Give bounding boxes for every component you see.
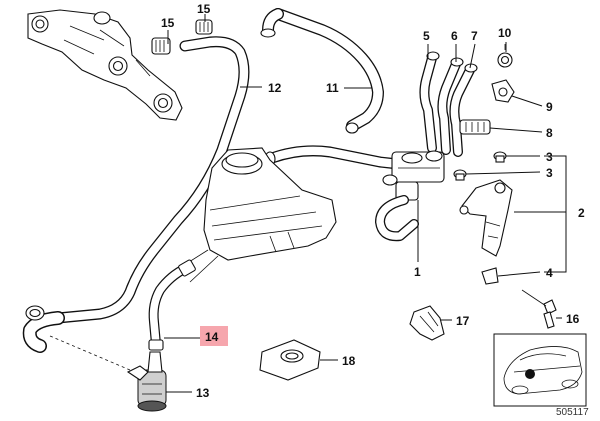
water-valve-1 [375, 150, 445, 242]
hose-11 [260, 8, 384, 134]
clamp-15-top [195, 19, 213, 35]
callout-1: 1 [414, 265, 421, 279]
callout-15-left: 15 [161, 16, 175, 30]
hose-12 [22, 36, 250, 353]
callout-14: 14 [205, 330, 219, 344]
callout-13: 13 [196, 386, 210, 400]
clip-9 [491, 79, 515, 103]
callout-16: 16 [566, 312, 580, 326]
bolt-16 [521, 289, 557, 329]
grommet-3-upper [493, 151, 507, 163]
auxiliary-water-pump-13 [49, 335, 167, 412]
nut-4 [481, 267, 499, 285]
location-marker [525, 369, 535, 379]
callout-8: 8 [546, 126, 553, 140]
grommet-3-lower [453, 169, 467, 181]
diagram-number: 505117 [556, 407, 589, 418]
intake-manifold [27, 9, 183, 121]
hoses-5-6-7 [419, 51, 478, 157]
car-thumbnail [493, 333, 587, 407]
clamp-8 [459, 119, 491, 135]
bracket-2 [459, 179, 513, 257]
callout-3-lower: 3 [546, 166, 553, 180]
callout-4: 4 [546, 266, 553, 280]
expansion-tank [169, 147, 337, 283]
callout-14-highlight [200, 326, 228, 346]
leader-lines [164, 14, 567, 393]
callout-6: 6 [451, 29, 458, 43]
clamp-15-left [151, 37, 171, 55]
callout-labels: 15 15 12 11 5 6 7 10 9 8 3 3 2 4 1 16 17… [161, 2, 589, 418]
callout-18: 18 [342, 354, 356, 368]
callout-9: 9 [546, 100, 553, 114]
clamp-10 [497, 44, 513, 68]
callout-3-upper: 3 [546, 150, 553, 164]
callout-7: 7 [471, 29, 478, 43]
grommet-18 [259, 339, 321, 381]
callout-15-top: 15 [197, 2, 211, 16]
holder-17 [409, 305, 445, 341]
callout-12: 12 [268, 81, 282, 95]
callout-11: 11 [326, 81, 339, 95]
hose-14 [148, 259, 196, 351]
hose-tank-to-valve [264, 145, 404, 170]
callout-10: 10 [498, 26, 512, 40]
callout-2: 2 [578, 206, 585, 220]
callout-17: 17 [456, 314, 470, 328]
callout-5: 5 [423, 29, 430, 43]
